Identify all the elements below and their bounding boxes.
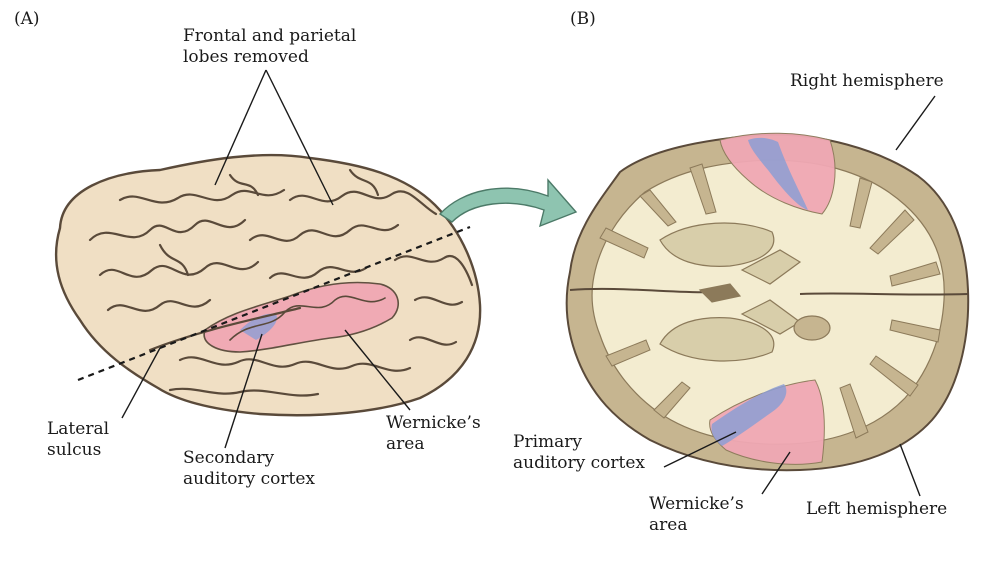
right-hemisphere-label: Right hemisphere (790, 71, 944, 91)
panel-a-label: (A) (14, 9, 40, 29)
wernicke-b-line1: Wernicke’s (649, 494, 744, 514)
lateral-sulcus-line1: Lateral (47, 419, 109, 439)
top-label-line1: Frontal and parietal (183, 26, 356, 46)
top-label-line2: lobes removed (183, 47, 309, 67)
lateral-brain-outline (56, 155, 480, 415)
view-transition-arrow (440, 180, 576, 226)
left-hemisphere-label: Left hemisphere (806, 499, 947, 519)
secondary-auditory-line2: auditory cortex (183, 469, 315, 489)
panel-b-label: (B) (570, 9, 596, 29)
primary-auditory-line1: Primary (513, 432, 582, 452)
lateral-sulcus-line2: sulcus (47, 440, 101, 460)
primary-auditory-line2: auditory cortex (513, 453, 645, 473)
secondary-auditory-line1: Secondary (183, 448, 275, 468)
wernicke-a-line1: Wernicke’s (386, 413, 481, 433)
wernicke-a-line2: area (386, 434, 424, 454)
wernicke-b-line2: area (649, 515, 687, 535)
panel-b: (B) (513, 9, 968, 535)
panel-a: (A) Frontal and (14, 9, 481, 489)
